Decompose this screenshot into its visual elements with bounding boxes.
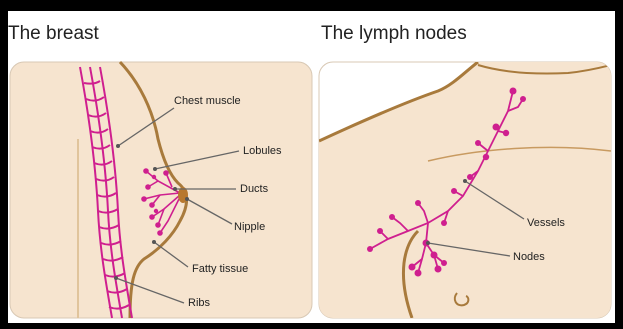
diagram-frame: The breast The lymph nodes	[8, 11, 615, 323]
lymph-panel: Vessels Nodes	[319, 62, 611, 318]
label-chest-muscle: Chest muscle	[174, 95, 241, 107]
label-ribs: Ribs	[188, 297, 211, 309]
label-ducts: Ducts	[240, 183, 269, 195]
illustration-canvas: Chest muscle Lobules Ducts Nipple Fatty …	[8, 11, 615, 323]
label-fatty-tissue: Fatty tissue	[192, 263, 248, 275]
label-lobules: Lobules	[243, 145, 282, 157]
label-nipple: Nipple	[234, 221, 265, 233]
breast-panel: Chest muscle Lobules Ducts Nipple Fatty …	[10, 62, 312, 318]
label-nodes: Nodes	[513, 251, 545, 263]
label-vessels: Vessels	[527, 217, 565, 229]
